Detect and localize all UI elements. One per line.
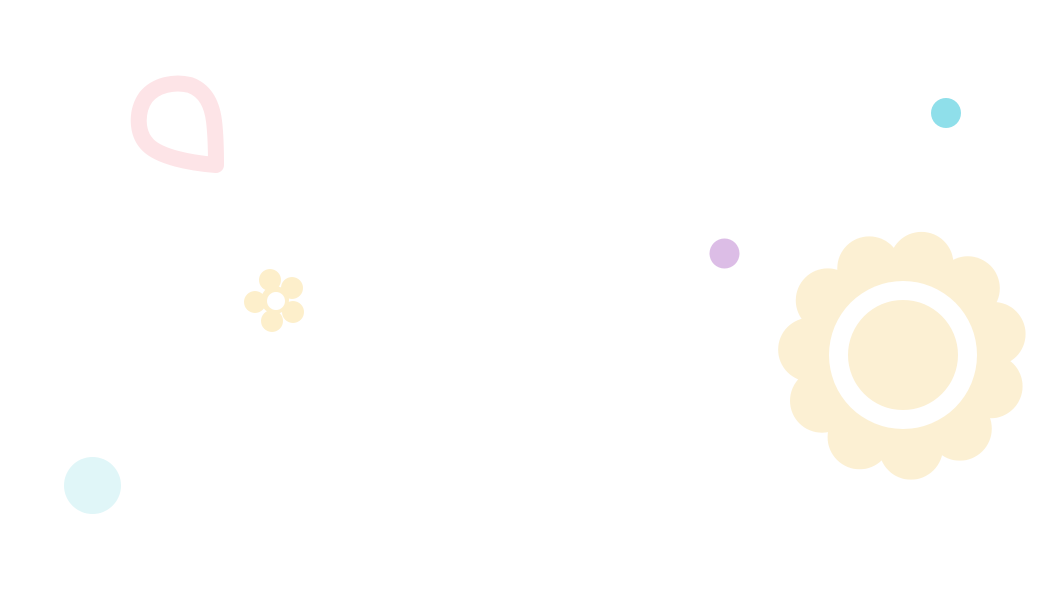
cyan-dot-icon	[64, 457, 121, 514]
sun-ray	[961, 301, 1026, 366]
sun-ray	[778, 317, 843, 382]
purple-dot-icon	[709, 238, 740, 269]
sun-icon	[778, 231, 1026, 480]
sun-ray	[878, 415, 943, 480]
flower-icon	[244, 269, 304, 332]
teal-dot-icon	[931, 98, 961, 128]
droplet-outline-icon	[130, 75, 224, 173]
